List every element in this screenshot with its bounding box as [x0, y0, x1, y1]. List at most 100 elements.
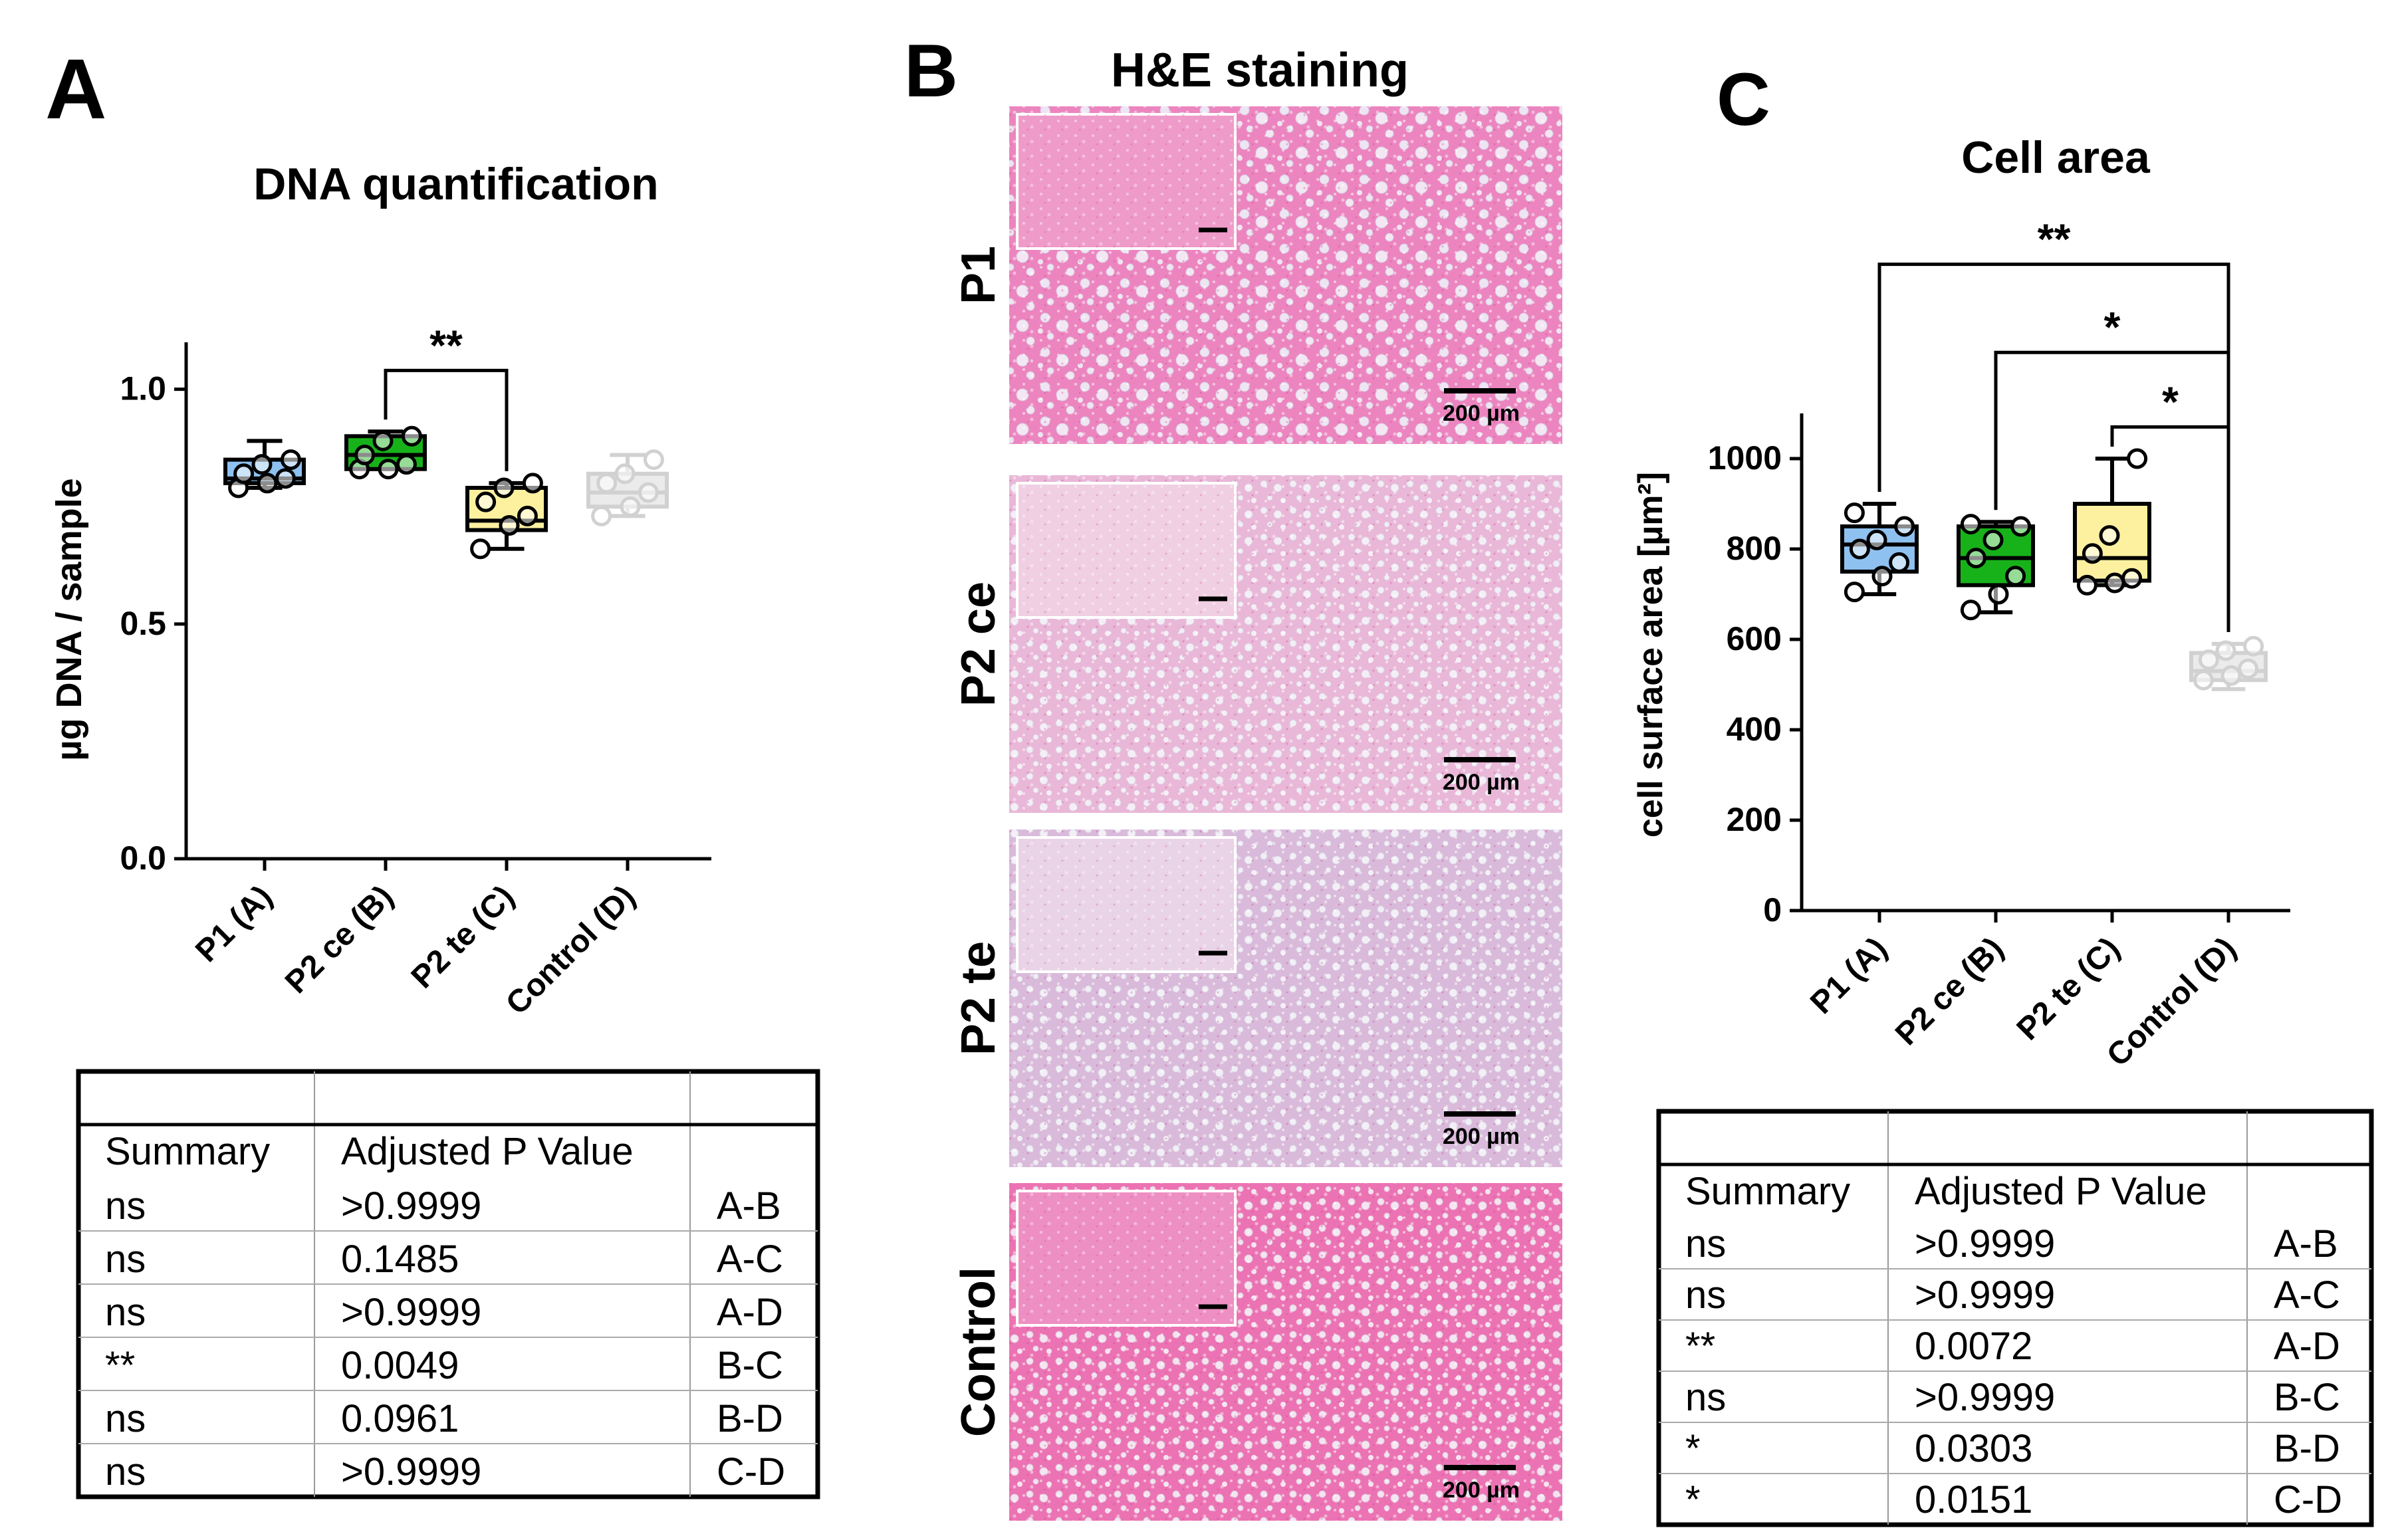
row-label: Control: [952, 1267, 1005, 1437]
scale-bar-label: 200 µm: [1443, 770, 1520, 795]
table-cell: **: [1685, 1325, 1715, 1368]
table-cell: ns: [105, 1238, 146, 1281]
data-point: [1894, 516, 1915, 537]
data-point: [1849, 538, 1870, 560]
box-plot-2: [344, 425, 427, 480]
y-tick-label: 800: [1727, 530, 1782, 567]
chart-title-c: Cell area: [1961, 132, 2151, 183]
significance-label: **: [429, 321, 463, 369]
x-tick-label: P2 ce (B): [279, 879, 400, 1000]
table-header-cell: Adjusted P Value: [1915, 1170, 2207, 1213]
data-point: [475, 491, 497, 512]
data-point: [233, 463, 255, 485]
data-point: [1988, 584, 2009, 605]
box-plot-4: [586, 449, 669, 526]
table-cell: ns: [105, 1291, 146, 1334]
data-point: [1844, 582, 1865, 603]
table-cell: **: [105, 1344, 135, 1387]
data-point: [2082, 543, 2103, 564]
table-frame: [1656, 1109, 2374, 1527]
bracket-line: [384, 368, 509, 471]
inset-texture: [1017, 837, 1235, 972]
data-point: [372, 430, 394, 451]
table-cell: C-D: [717, 1450, 785, 1493]
data-point: [2099, 525, 2120, 546]
chart-title-a: DNA quantification: [253, 159, 658, 209]
table-cell: 0.0049: [341, 1344, 459, 1387]
y-tick-label: 200: [1727, 801, 1782, 838]
table-cell: >0.9999: [1915, 1273, 2055, 1317]
x-tick-label: P2 ce (B): [1889, 931, 2010, 1052]
box-plot-3: [465, 473, 548, 560]
data-point: [2076, 574, 2097, 596]
data-point: [280, 449, 301, 471]
table-cell: B-D: [2274, 1427, 2340, 1470]
histology-title: H&E staining: [1111, 44, 1409, 97]
data-point: [257, 473, 278, 494]
table-cell: A-B: [2274, 1222, 2338, 1265]
data-point: [1844, 502, 1865, 524]
x-tick-label: P2 te (C): [2010, 931, 2127, 1047]
x-tick-label: Control (D): [499, 879, 642, 1022]
table-row: ns >0.9999 A-B: [1685, 1222, 2338, 1265]
inset-texture: [1017, 1191, 1235, 1325]
data-point: [1889, 552, 1910, 573]
data-point: [275, 468, 296, 489]
table-header-cell: Adjusted P Value: [341, 1130, 634, 1173]
table-cell: ns: [1685, 1376, 1726, 1419]
table-cell: A-C: [2274, 1273, 2340, 1317]
table-cell: ns: [1685, 1222, 1726, 1265]
data-point: [1960, 600, 1981, 621]
table-cell: >0.9999: [341, 1450, 481, 1493]
box: [2189, 651, 2268, 683]
bracket-line: [2110, 425, 2230, 632]
y-tick-label: 1.0: [120, 370, 166, 407]
significance-label: *: [2162, 378, 2179, 425]
table-cell: 0.0961: [341, 1397, 459, 1440]
panel-letter-a: A: [45, 42, 106, 137]
data-point: [596, 473, 618, 494]
significance-label: **: [2038, 215, 2071, 263]
table-header-cell: Summary: [105, 1130, 270, 1173]
data-point: [643, 449, 664, 471]
table-cell: ns: [105, 1450, 146, 1493]
data-point: [2215, 640, 2236, 661]
table-cell: 0.0151: [1915, 1478, 2032, 1521]
row-label: P1: [952, 246, 1005, 304]
table-cell: >0.9999: [1915, 1222, 2055, 1265]
table-cell: >0.9999: [1915, 1376, 2055, 1419]
significance-label: *: [2104, 303, 2121, 351]
table-cell: A-D: [717, 1291, 783, 1334]
table-cell: >0.9999: [341, 1184, 481, 1228]
data-point: [2238, 658, 2259, 679]
data-point: [522, 473, 543, 494]
panel-c: C Cell area cell surface area [µm²] 0200…: [1631, 58, 2374, 1527]
inset-texture: [1017, 114, 1235, 249]
panel-letter-c: C: [1717, 58, 1770, 141]
table-cell: >0.9999: [341, 1291, 481, 1334]
data-point: [251, 454, 273, 475]
box-plot-2: [1957, 514, 2035, 621]
data-point: [2198, 649, 2219, 671]
data-point: [2193, 669, 2214, 691]
inset-texture: [1017, 483, 1235, 617]
table-row: ns >0.9999 C-D: [105, 1450, 785, 1493]
table-header-cell: Summary: [1685, 1170, 1850, 1213]
histology-image-4: 200 µm Control: [952, 1183, 1562, 1521]
scale-bar-label: 200 µm: [1443, 1478, 1520, 1503]
significance-brackets-c: ****: [1877, 215, 2230, 632]
table-cell: A-D: [2274, 1325, 2340, 1368]
data-point: [517, 505, 538, 526]
data-point: [2220, 665, 2242, 686]
table-cell: ns: [105, 1184, 146, 1228]
data-point: [354, 445, 376, 466]
y-tick-label: 400: [1727, 711, 1782, 748]
